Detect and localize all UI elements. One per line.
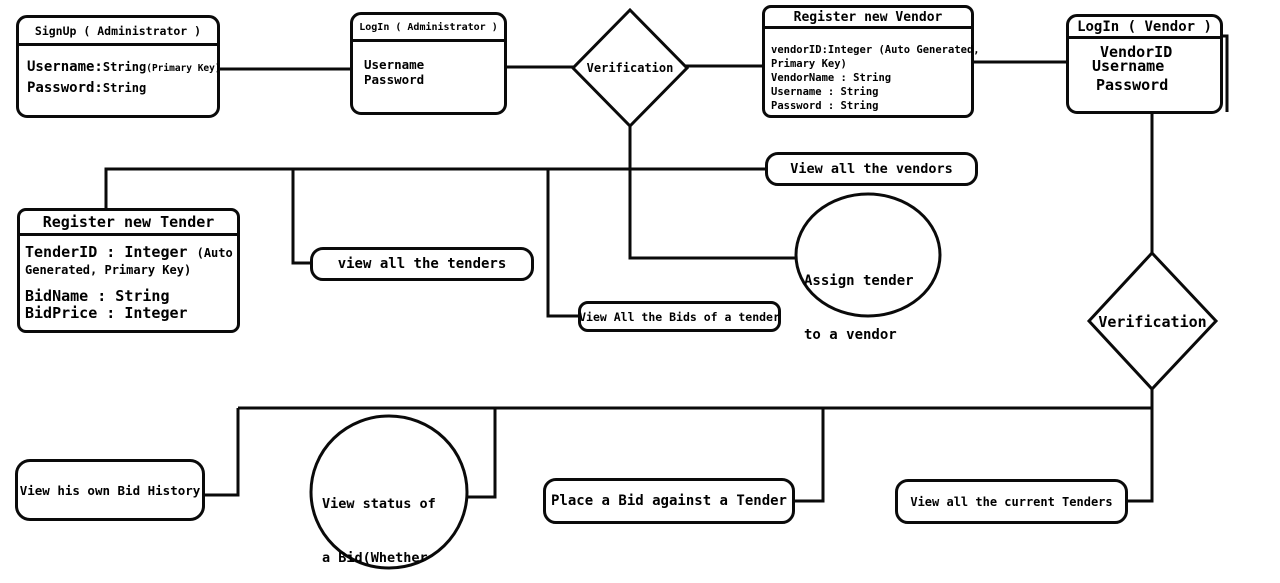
node-title: Register new Tender <box>20 211 237 236</box>
field-username: Username : String <box>771 86 879 98</box>
connector-bus-placebid <box>794 408 825 503</box>
field-password: Password <box>364 72 425 87</box>
node-register-tender: Register new Tender TenderID : Integer (… <box>17 208 240 333</box>
field-bidname: BidName : String <box>25 287 170 305</box>
verification-admin-diamond <box>570 7 690 129</box>
node-register-vendor: Register new Vendor vendorID:Integer (Au… <box>762 5 980 118</box>
node-title: LogIn ( Administrator ) <box>353 15 504 42</box>
connector-bus-viewbids <box>546 169 581 318</box>
verification-vendor-label: Verification <box>1098 313 1207 331</box>
action-view-current-tenders: View all the current Tenders <box>895 479 1128 524</box>
field-tenderid: TenderID : Integer (Auto <box>25 243 233 261</box>
field-vendorname: VendorName : String <box>771 72 892 84</box>
field-bidprice: BidPrice : Integer <box>25 304 188 322</box>
connector-admin-bus <box>104 167 769 210</box>
field-tenderid-cont: Generated, Primary Key) <box>25 263 192 277</box>
node-title: Register new Vendor <box>765 8 971 29</box>
verification-admin-label: Verification <box>586 61 674 75</box>
node-login-administrator: LogIn ( Administrator ) Username Passwor… <box>350 12 507 115</box>
connector-bus-viewtenders <box>291 169 312 265</box>
view-bid-status-label: View status of a Bid(Whether Selected or… <box>322 496 436 566</box>
field-password: Password:String <box>27 80 147 96</box>
assign-tender-label: Assign tender to a vendor <box>804 273 914 343</box>
action-view-all-vendors: View all the vendors <box>765 152 978 186</box>
action-view-bid-history: View his own Bid History <box>15 459 205 521</box>
field-vendorid-cont: Primary Key) <box>771 58 847 70</box>
verification-vendor-diamond <box>1086 250 1219 392</box>
node-signup-administrator: SignUp ( Administrator ) Username:String… <box>16 15 221 118</box>
field-username: Username <box>364 57 425 72</box>
connector-bus-bidstatus <box>464 408 497 499</box>
field-vendorid: vendorID:Integer (Auto Generated, <box>771 44 980 56</box>
connector-verification-assigntender <box>628 125 800 260</box>
assign-tender-ellipse <box>794 192 942 318</box>
action-view-all-bids: View All the Bids of a tender <box>578 301 781 332</box>
node-login-vendor: LogIn ( Vendor ) VendorID Username Passw… <box>1066 14 1223 114</box>
connector-bus-bidhistory <box>204 408 240 497</box>
field-vendorid: VendorID <box>1100 43 1173 61</box>
field-password: Password : String <box>771 100 879 112</box>
view-bid-status-circle <box>309 414 469 570</box>
connector-verification2-currenttenders <box>1124 387 1154 503</box>
action-view-all-tenders: view all the tenders <box>310 247 534 281</box>
field-username: Username <box>1092 57 1165 75</box>
field-username: Username:String(Primary Key) <box>27 59 221 75</box>
node-title: LogIn ( Vendor ) <box>1069 17 1220 39</box>
field-password: Password <box>1096 76 1169 94</box>
action-place-bid: Place a Bid against a Tender <box>543 478 795 524</box>
node-title: SignUp ( Administrator ) <box>19 18 217 46</box>
